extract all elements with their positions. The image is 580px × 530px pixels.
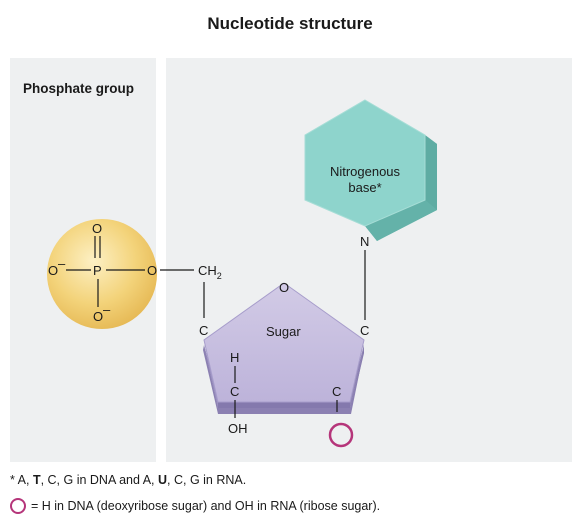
- phosphate-bonds: [66, 236, 194, 307]
- marker-legend-text: = H in DNA (deoxyribose sugar) and OH in…: [31, 499, 381, 513]
- hydroxyl-group: OH: [228, 421, 248, 436]
- base-label-line1: Nitrogenous: [330, 164, 401, 179]
- sugar-label: Sugar: [266, 324, 301, 339]
- phosphate-sphere: [47, 219, 157, 329]
- phosphate-left-charge: –: [58, 256, 66, 271]
- sugar-bottom-left-carbon: C: [230, 384, 239, 399]
- footnote-marker: = H in DNA (deoxyribose sugar) and OH in…: [10, 498, 380, 514]
- phosphate-bottom-oxygen: O: [93, 309, 103, 324]
- sugar-right-carbon: C: [360, 323, 369, 338]
- sugar-bonds: [234, 250, 366, 418]
- two-prime-position-marker: [328, 422, 354, 448]
- sugar-left-carbon: C: [199, 323, 208, 338]
- base-label-line2: base*: [348, 180, 381, 195]
- ch-text: CH: [198, 263, 217, 278]
- phosphate-bottom-charge: –: [103, 302, 111, 317]
- nitrogenous-base-hexagon: [304, 99, 437, 241]
- ring-oxygen: O: [279, 280, 289, 295]
- ch-subscript: 2: [217, 271, 222, 281]
- phosphorus-atom: P: [93, 263, 102, 278]
- marker-legend-icon: [10, 498, 26, 514]
- footnote-bases: * A, T, C, G in DNA and A, U, C, G in RN…: [10, 473, 247, 487]
- sugar-bottom-right-carbon: C: [332, 384, 341, 399]
- sugar-pentagon: [203, 282, 365, 414]
- page-title: Nucleotide structure: [207, 14, 373, 33]
- phosphate-group-label: Phosphate group: [23, 81, 134, 96]
- base-nitrogen: N: [360, 234, 369, 249]
- ch2-label: CH2: [198, 263, 222, 281]
- phosphate-left-oxygen: O: [48, 263, 58, 278]
- phosphate-top-oxygen: O: [92, 221, 102, 236]
- hydrogen-atom: H: [230, 350, 239, 365]
- phosphate-ester-oxygen: O: [147, 263, 157, 278]
